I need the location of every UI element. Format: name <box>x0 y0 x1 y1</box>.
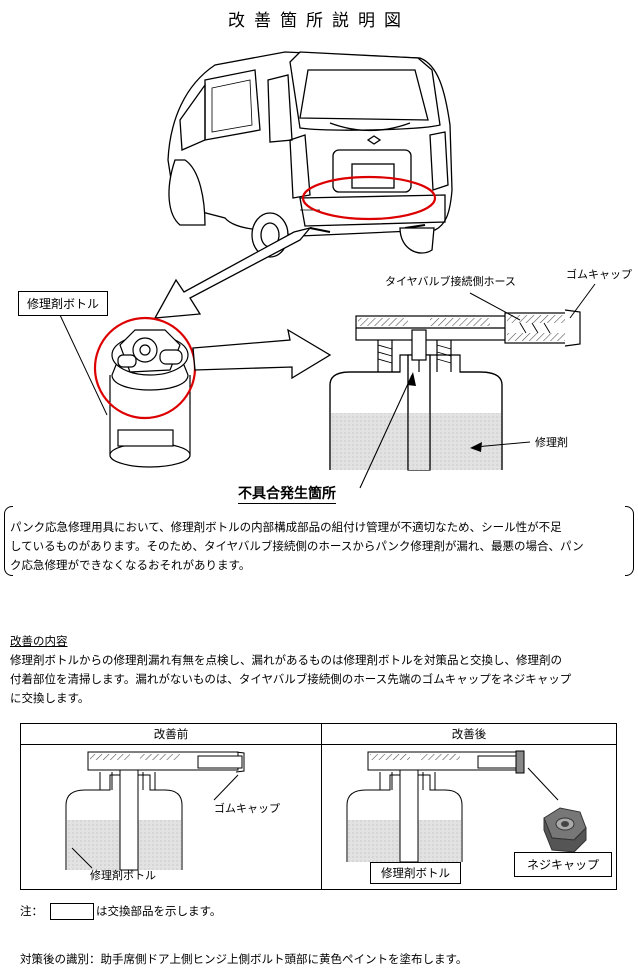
comparison-table: 改善前 改善後 <box>20 723 617 890</box>
arrow-car-to-bottle <box>153 226 312 319</box>
highlight-ellipse-car <box>301 175 437 221</box>
bracket-right <box>625 506 634 576</box>
before-cell <box>20 744 322 890</box>
improvement-heading: 改善の内容 <box>10 634 68 648</box>
after-header: 改善後 <box>321 723 617 745</box>
before-cap-label: ゴムキャップ <box>214 802 280 815</box>
improvement-line-2: 付着部位を清掃します。漏れがないものは、タイヤバルブ接続側のホース先端のゴムキャ… <box>10 672 572 686</box>
note-text: は交換部品を示します。 <box>96 904 222 918</box>
arrow-bottle-to-section <box>192 328 332 380</box>
pointer-defect <box>359 372 416 489</box>
description-line-2: しているものがあります。そのため、タイヤバルブ接続側のホースからパンク修理剤が漏… <box>10 539 584 553</box>
improvement-line-1: 修理剤ボトルからの修理剤漏れ有無を点検し、漏れがあるものは修理剤ボトルを対策品と… <box>10 653 562 667</box>
before-bottle-label: 修理剤ボトル <box>90 869 156 882</box>
bottle-label: 修理剤ボトル <box>18 291 109 316</box>
improvement-line-3: に交換します。 <box>10 691 90 705</box>
agent-label: 修理剤 <box>535 436 568 449</box>
defect-label: 不具合発生箇所 <box>238 486 336 504</box>
after-cap-label: ネジキャップ <box>514 852 613 877</box>
cap-label: ゴムキャップ <box>566 268 632 281</box>
description-line-3: ク応急修理ができなくなるおそれがあります。 <box>10 558 251 572</box>
main-cross-section <box>329 309 581 471</box>
bracket-left <box>4 506 13 576</box>
pointer-agent <box>470 441 531 452</box>
identification-text: 対策後の識別：助手席側ドア上側ヒンジ上側ボルト頭部に黄色ペイントを塗布します。 <box>20 952 468 966</box>
description-line-1: パンク応急修理用具において、修理剤ボトルの内部構成部品の組付け管理が不適切なため… <box>10 520 562 534</box>
hose-label: タイヤバルブ接続側ホース <box>385 275 516 288</box>
page-title: 改善箇所説明図 <box>228 11 410 31</box>
car-illustration <box>167 51 453 258</box>
pointer-cap <box>569 283 596 319</box>
pointer-hose <box>469 292 521 321</box>
note-prefix: 注： <box>20 904 43 918</box>
after-bottle-label: 修理剤ボトル <box>370 862 461 884</box>
bottle-illustration <box>109 329 191 468</box>
pointer-bottle-label <box>59 314 108 416</box>
before-header: 改善前 <box>20 723 322 745</box>
note-legend-box <box>50 903 94 920</box>
